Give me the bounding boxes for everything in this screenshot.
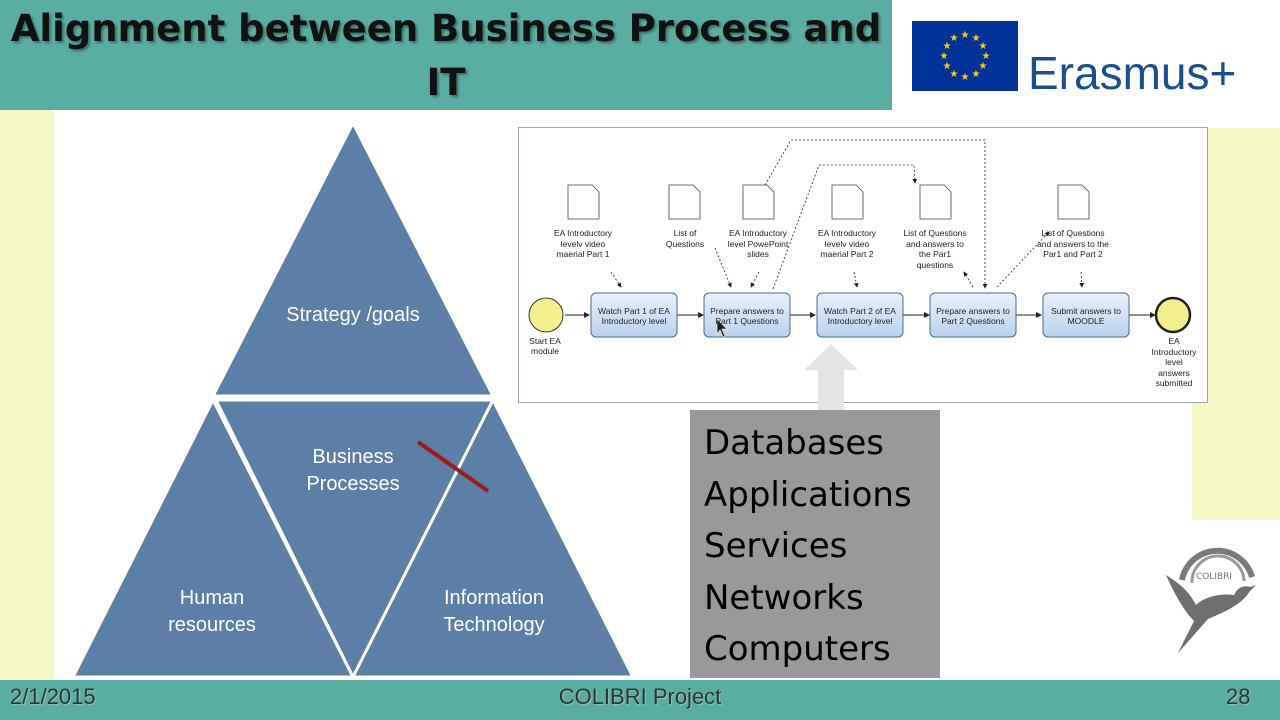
document-icon bbox=[919, 184, 952, 220]
footer-project-name: COLIBRI Project bbox=[558, 684, 722, 709]
it-component-item: Databases bbox=[704, 423, 884, 463]
pyramid-label-it: Information Technology bbox=[443, 587, 545, 636]
pyramid-right-segment bbox=[350, 396, 636, 679]
it-component-item: Services bbox=[704, 526, 848, 566]
bpmn-task bbox=[1042, 292, 1130, 338]
footer-band bbox=[0, 680, 1280, 720]
upward-arrow-icon bbox=[804, 344, 858, 428]
document-label: EA Introductory levelv video maerial Par… bbox=[817, 228, 877, 259]
title-band bbox=[0, 0, 892, 110]
bpmn-end-event bbox=[1154, 296, 1192, 334]
svg-text:★: ★ bbox=[979, 61, 988, 72]
it-component-item: Applications bbox=[704, 474, 912, 515]
svg-text:★: ★ bbox=[961, 30, 970, 41]
it-component-item: Networks bbox=[704, 577, 864, 618]
cursor-icon bbox=[716, 318, 728, 338]
pyramid-label-human: Human resources bbox=[168, 587, 256, 636]
svg-text:★: ★ bbox=[940, 51, 949, 62]
document-label: List of Questions and answers to the Par… bbox=[903, 228, 967, 270]
task-label: Prepare answers to Part 2 Questions bbox=[936, 306, 1010, 326]
task-label: Prepare answers to Part 1 Questions bbox=[710, 306, 784, 326]
svg-text:★: ★ bbox=[972, 69, 981, 80]
colibri-logo-text: COLIBRI bbox=[1196, 572, 1232, 582]
svg-text:★: ★ bbox=[982, 51, 991, 62]
pyramid-top-segment bbox=[210, 119, 496, 398]
bpmn-process-diagram: Start EA module EA Introductory level an… bbox=[518, 127, 1208, 403]
erasmus-logo: ★★★ ★★★ ★★★ ★★★ bbox=[912, 21, 1262, 91]
document-label: List of Questions bbox=[665, 228, 705, 249]
document-label: EA Introductory level PowePoint slides bbox=[727, 228, 789, 259]
left-decor-strip bbox=[0, 110, 54, 680]
pyramid-label-strategy: Strategy /goals bbox=[286, 304, 420, 326]
it-component-item: Computers bbox=[704, 629, 891, 669]
it-components-list: Databases Applications Services Networks… bbox=[704, 418, 912, 676]
bpmn-task bbox=[816, 292, 904, 338]
end-event-label: EA Introductory level answers submitted bbox=[1151, 336, 1197, 388]
bpmn-task bbox=[929, 292, 1017, 338]
document-label: EA Introductory levelv video maerial Par… bbox=[553, 228, 613, 259]
document-label: List of Questions and answers to the Par… bbox=[1037, 228, 1109, 259]
svg-text:★: ★ bbox=[979, 41, 988, 52]
svg-text:★: ★ bbox=[943, 61, 952, 72]
slide-title: Alignment between Business Process and I… bbox=[10, 7, 882, 104]
eu-flag-icon: ★★★ ★★★ ★★★ ★★★ bbox=[912, 21, 1018, 91]
start-event-label: Start EA module bbox=[529, 336, 561, 356]
document-icon bbox=[567, 184, 600, 220]
pyramid-label-business: Business Processes bbox=[306, 446, 400, 495]
it-components-box bbox=[690, 410, 940, 678]
svg-text:★: ★ bbox=[961, 72, 970, 83]
footer-page-number: 28 bbox=[1226, 684, 1251, 709]
task-label: Watch Part 2 of EA Introductory level bbox=[824, 306, 896, 326]
svg-text:★: ★ bbox=[950, 69, 959, 80]
footer-date: 2/1/2015 bbox=[10, 684, 96, 709]
task-label: Submit answers to MOODLE bbox=[1051, 306, 1121, 326]
svg-text:★: ★ bbox=[950, 33, 959, 44]
document-icon bbox=[1057, 184, 1090, 220]
document-icon bbox=[831, 184, 864, 220]
svg-text:★: ★ bbox=[943, 41, 952, 52]
document-icon bbox=[668, 184, 701, 220]
task-label: Watch Part 1 of EA Introductory level bbox=[598, 306, 670, 326]
colibri-logo: COLIBRI bbox=[1152, 535, 1270, 660]
svg-text:★: ★ bbox=[972, 33, 981, 44]
erasmus-logo-text: Erasmus+ bbox=[1028, 47, 1237, 99]
bpmn-start-event bbox=[528, 297, 564, 333]
document-icon bbox=[742, 184, 775, 220]
annotation-pen-stroke bbox=[416, 440, 490, 493]
bpmn-task bbox=[590, 292, 678, 338]
bpmn-task bbox=[703, 292, 791, 338]
alignment-pyramid: Strategy /goals Business Processes Human… bbox=[70, 119, 640, 685]
